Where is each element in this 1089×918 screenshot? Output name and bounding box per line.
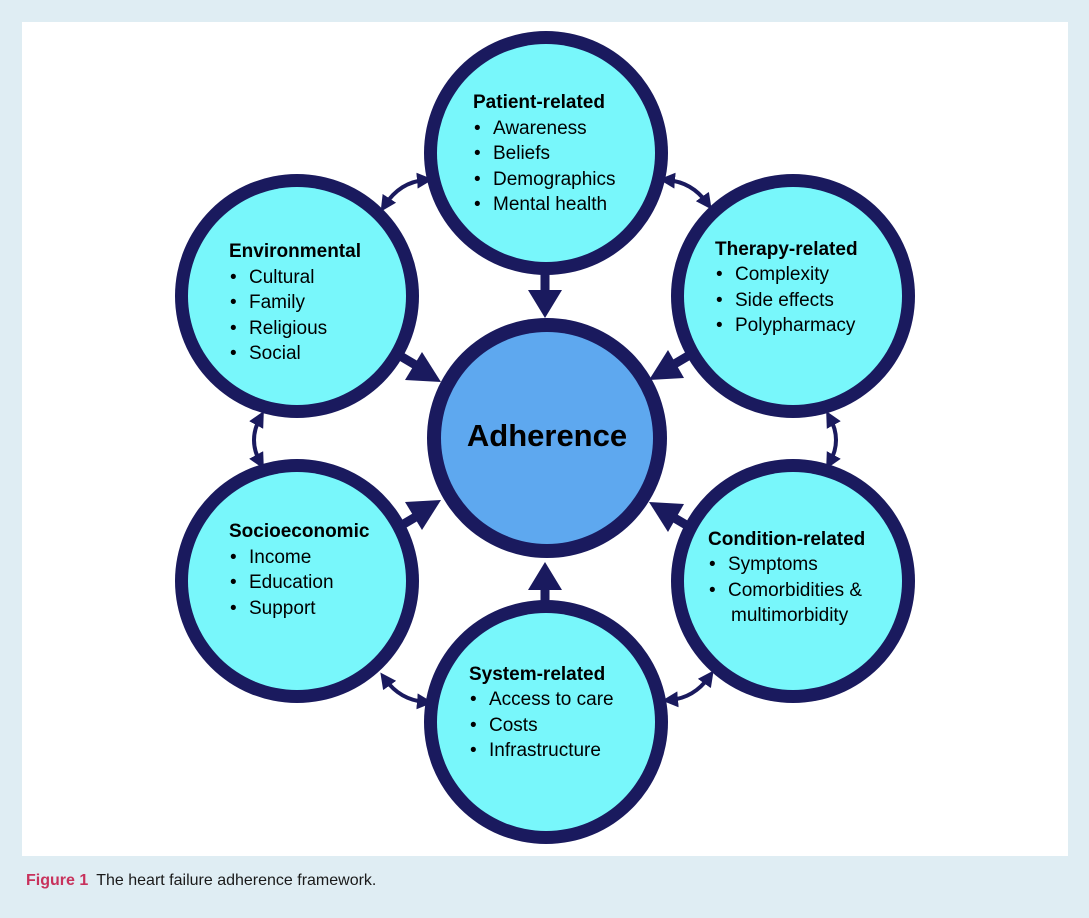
adherence-center: Adherence [427,318,667,558]
factor-title: Socioeconomic [229,521,370,542]
factor-bullet: • [709,580,716,601]
figure-number: Figure 1 [26,872,89,889]
factor-bullet: • [230,598,237,619]
factor-item: Income [249,547,311,568]
factor-item: Comorbidities & [728,580,862,601]
double-arrow-environmental-patient [380,172,433,212]
double-arrow-socioeconomic-environmental [249,410,264,470]
factor-item: Cultural [249,267,314,288]
factor-bullet: • [709,554,716,575]
factor-item: Polypharmacy [735,315,856,336]
factor-title: Therapy-related [715,239,858,260]
factor-bullet: • [470,689,477,710]
caption-text: The heart failure adherence framework. [96,872,377,889]
factor-therapy-related: Therapy-related • Complexity • Side effe… [671,174,915,418]
factor-title: Condition-related [708,529,865,550]
factor-title: Environmental [229,241,361,262]
factor-bullet: • [716,315,723,336]
factor-item: Access to care [489,689,614,710]
factor-bullet: • [230,292,237,313]
arrow-therapy-to-adherence [649,350,691,380]
factor-item: Costs [489,715,538,736]
factor-item: Family [249,292,305,313]
double-arrow-condition-system [662,670,714,708]
factor-environmental: Environmental • Cultural • Family • Reli… [175,174,419,418]
factor-title: System-related [469,664,605,685]
factor-bullet: • [474,143,481,164]
factor-item: Beliefs [493,143,550,164]
factor-bullet: • [470,715,477,736]
factor-patient-related: Patient-related • Awareness • Beliefs • … [424,31,668,275]
factor-bullet: • [470,740,477,761]
factor-item: Mental health [493,194,607,215]
factor-bullet: • [230,318,237,339]
factor-item: Symptoms [728,554,818,575]
factor-condition-related: Condition-related • Symptoms • Comorbidi… [671,459,915,703]
factor-item: multimorbidity [731,605,849,626]
arrow-environmental-to-adherence [399,352,441,382]
factor-item: Education [249,572,334,593]
figure-caption: Figure 1 The heart failure adherence fram… [26,872,376,890]
factor-system-related: System-related • Access to care • Costs … [424,600,668,844]
adherence-label: Adherence [467,418,627,453]
factor-item: Awareness [493,118,587,139]
factor-item: Side effects [735,290,834,311]
factor-bullet: • [230,343,237,364]
double-arrow-therapy-condition [826,410,841,470]
double-arrow-patient-therapy [659,172,712,210]
double-arrow-system-socioeconomic [380,672,433,710]
factor-item: Demographics [493,169,616,190]
factor-bullet: • [230,547,237,568]
factor-bullet: • [230,572,237,593]
arrow-socioeconomic-to-adherence [399,500,441,530]
factor-title: Patient-related [473,92,605,113]
factor-bullet: • [716,290,723,311]
factor-bullet: • [474,169,481,190]
factor-item: Infrastructure [489,740,601,761]
factor-bullet: • [474,118,481,139]
factor-item: Complexity [735,264,829,285]
factor-socioeconomic: Socioeconomic • Income • Education • Sup… [175,459,419,703]
factor-bullet: • [716,264,723,285]
factor-bullet: • [230,267,237,288]
factor-bullet: • [474,194,481,215]
factor-item: Social [249,343,301,364]
factor-item: Religious [249,318,327,339]
factor-item: Support [249,598,316,619]
connector-arrows [249,172,841,710]
inward-arrows [399,250,691,610]
arrow-condition-to-adherence [649,502,691,532]
